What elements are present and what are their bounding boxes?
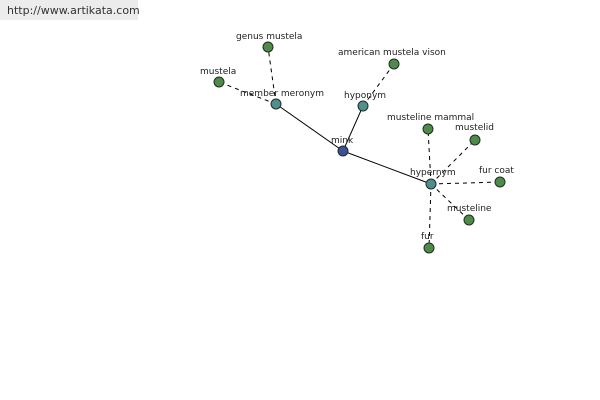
node-fur-coat[interactable]: fur coat: [479, 166, 514, 188]
node-label[interactable]: american mustela vison: [338, 48, 446, 58]
edge-american-mustela-vison: [362, 63, 395, 107]
node-label[interactable]: musteline: [447, 204, 492, 214]
node-label[interactable]: genus mustela: [236, 32, 302, 42]
node-dot[interactable]: [423, 242, 435, 254]
edge-genus-mustela: [267, 46, 277, 105]
node-label[interactable]: mink: [331, 136, 354, 146]
node-american-mustela-vison[interactable]: american mustela vison: [338, 48, 446, 70]
node-musteline[interactable]: musteline: [447, 204, 492, 226]
edge-hypernym: [342, 150, 432, 185]
node-hypernym[interactable]: hypernym: [410, 168, 456, 190]
node-label[interactable]: mustelid: [455, 123, 494, 133]
edge-mustela: [218, 81, 277, 105]
node-label[interactable]: musteline mammal: [387, 113, 474, 123]
edge-hyponym: [342, 105, 364, 152]
node-fur[interactable]: fur: [421, 232, 435, 254]
node-mustelid[interactable]: mustelid: [455, 123, 494, 146]
node-dot[interactable]: [357, 100, 369, 112]
node-dot[interactable]: [262, 41, 274, 53]
node-dot[interactable]: [213, 76, 225, 88]
site-banner: http://www.artikata.com: [0, 0, 140, 20]
node-dot[interactable]: [270, 98, 282, 110]
edge-mustelid: [430, 139, 476, 185]
node-dot[interactable]: [388, 58, 400, 70]
node-dot[interactable]: [463, 214, 475, 226]
node-label[interactable]: hyponym: [344, 91, 386, 101]
node-label[interactable]: fur: [421, 232, 434, 242]
node-label[interactable]: fur coat: [479, 166, 514, 176]
node-member-meronym[interactable]: member meronym: [240, 89, 324, 110]
node-hyponym[interactable]: hyponym: [344, 91, 386, 112]
node-label[interactable]: hypernym: [410, 168, 456, 178]
node-musteline-mammal[interactable]: musteline mammal: [387, 113, 474, 135]
edge-musteline: [430, 183, 470, 221]
node-dot[interactable]: [425, 178, 437, 190]
node-mustela[interactable]: mustela: [200, 67, 236, 88]
node-dot[interactable]: [469, 134, 481, 146]
edge-musteline-mammal: [427, 128, 432, 185]
edge-member-meronym: [275, 103, 344, 152]
edge-fur-coat: [430, 181, 501, 185]
site-url-link[interactable]: http://www.artikata.com: [7, 4, 140, 17]
node-dot[interactable]: [337, 145, 349, 157]
node-dot[interactable]: [494, 176, 506, 188]
node-dot[interactable]: [422, 123, 434, 135]
node-mink[interactable]: mink: [331, 136, 354, 157]
graph-edges: [218, 46, 501, 249]
node-label[interactable]: mustela: [200, 67, 236, 77]
graph-nodes: mink member meronym hyponym hypernym genus m…: [200, 32, 514, 254]
edge-fur: [428, 183, 432, 249]
node-genus-mustela[interactable]: genus mustela: [236, 32, 302, 53]
node-label[interactable]: member meronym: [240, 89, 324, 99]
